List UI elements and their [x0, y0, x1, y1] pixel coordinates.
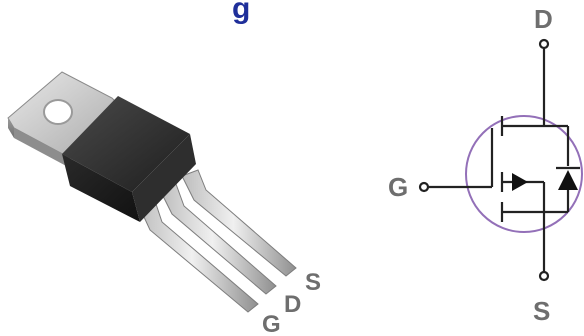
body-arrow [512, 173, 528, 191]
gate-terminal[interactable] [418, 181, 430, 193]
heatsink-tab-edge-bottom [14, 128, 70, 168]
drain-terminal[interactable] [538, 38, 550, 50]
pin-label-drain: D [284, 291, 301, 318]
package-body-side [132, 134, 196, 222]
terminal-label-gate: G [388, 172, 408, 202]
heatsink-tab-edge [8, 118, 14, 138]
pin-label-gate: G [262, 311, 281, 336]
terminal-label-drain: D [534, 4, 553, 34]
body-diode [558, 170, 578, 190]
package-legs [137, 169, 297, 313]
terminal-label-source: S [533, 296, 550, 326]
mosfet-symbol [418, 38, 583, 282]
pin-label-source: S [305, 269, 321, 296]
package-body-top [62, 96, 190, 192]
package-body-front [62, 154, 140, 222]
mounting-hole [43, 99, 73, 125]
to-220-package: G D S [7, 71, 321, 336]
title-fragment: g [232, 0, 250, 25]
symbol-circle [465, 115, 583, 233]
source-terminal[interactable] [538, 270, 550, 282]
leg-source [181, 169, 297, 277]
